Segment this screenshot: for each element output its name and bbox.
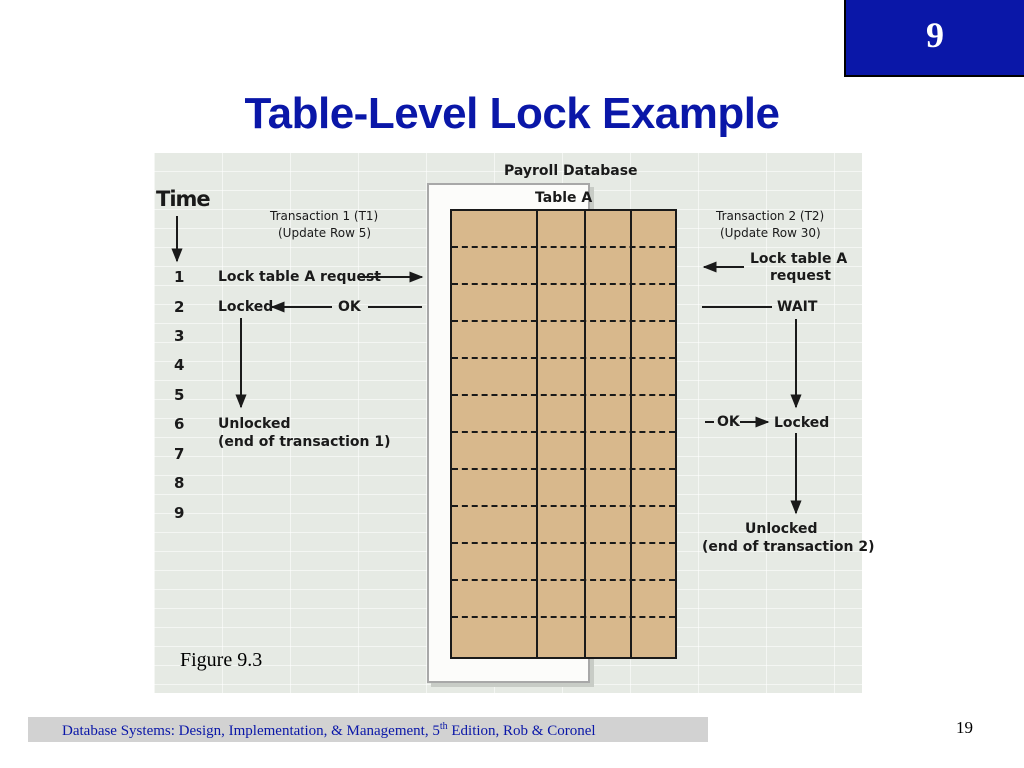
t2-lock-request: Lock table A — [750, 251, 848, 267]
t2-lock-request-2: request — [770, 268, 831, 284]
table-row-divider — [452, 579, 675, 581]
database-label: Payroll Database — [504, 163, 638, 179]
footer-ordinal: th — [439, 721, 448, 732]
table-column-divider — [536, 211, 538, 657]
table-a-grid — [450, 209, 677, 659]
t1-locked: Locked — [218, 299, 274, 315]
t2-unlocked: Unlocked — [745, 521, 818, 537]
time-step: 2 — [174, 298, 185, 316]
t1-lock-request: Lock table A request — [218, 269, 381, 285]
footer-text-end: Edition, Rob & Coronel — [447, 723, 596, 739]
t1-ok: OK — [338, 299, 361, 315]
table-row-divider — [452, 394, 675, 396]
table-row-divider — [452, 357, 675, 359]
footer-bar: Database Systems: Design, Implementation… — [28, 717, 708, 742]
lock-diagram: Payroll Database Table A Time 1 2 3 4 5 … — [154, 153, 875, 693]
table-row-divider — [452, 320, 675, 322]
chapter-number: 9 — [926, 15, 944, 55]
time-step: 5 — [174, 386, 185, 404]
table-row-divider — [452, 246, 675, 248]
time-step: 7 — [174, 445, 185, 463]
time-step: 1 — [174, 268, 185, 286]
chapter-badge: 9 — [844, 0, 1024, 77]
table-column-divider — [584, 211, 586, 657]
time-step: 6 — [174, 415, 185, 433]
page-number: 19 — [956, 718, 973, 737]
table-row-divider — [452, 431, 675, 433]
time-step: 9 — [174, 504, 185, 522]
table-label: Table A — [535, 190, 593, 206]
table-row-divider — [452, 542, 675, 544]
t1-unlocked: Unlocked — [218, 416, 291, 432]
table-row-divider — [452, 505, 675, 507]
figure-caption: Figure 9.3 — [180, 649, 263, 671]
t2-header: Transaction 2 (T2) — [716, 209, 825, 223]
table-row-divider — [452, 616, 675, 618]
table-row-divider — [452, 283, 675, 285]
t2-subheader: (Update Row 30) — [720, 226, 821, 240]
time-step: 8 — [174, 474, 185, 492]
t1-end: (end of transaction 1) — [218, 434, 391, 450]
t1-subheader: (Update Row 5) — [278, 226, 372, 240]
table-row-divider — [452, 468, 675, 470]
time-step: 3 — [174, 327, 185, 345]
t2-locked: Locked — [774, 415, 830, 431]
t1-header: Transaction 1 (T1) — [270, 209, 379, 223]
footer-text-start: Database Systems: Design, Implementation… — [62, 723, 440, 739]
time-label: Time — [156, 187, 211, 211]
diagram-arrows — [171, 216, 802, 515]
table-column-divider — [630, 211, 632, 657]
t2-wait: WAIT — [777, 299, 818, 315]
t2-end: (end of transaction 2) — [702, 539, 875, 555]
time-step: 4 — [174, 356, 185, 374]
t2-ok: OK — [717, 414, 740, 430]
slide-title: Table-Level Lock Example — [244, 89, 780, 138]
footer-citation: Database Systems: Design, Implementation… — [62, 721, 596, 740]
